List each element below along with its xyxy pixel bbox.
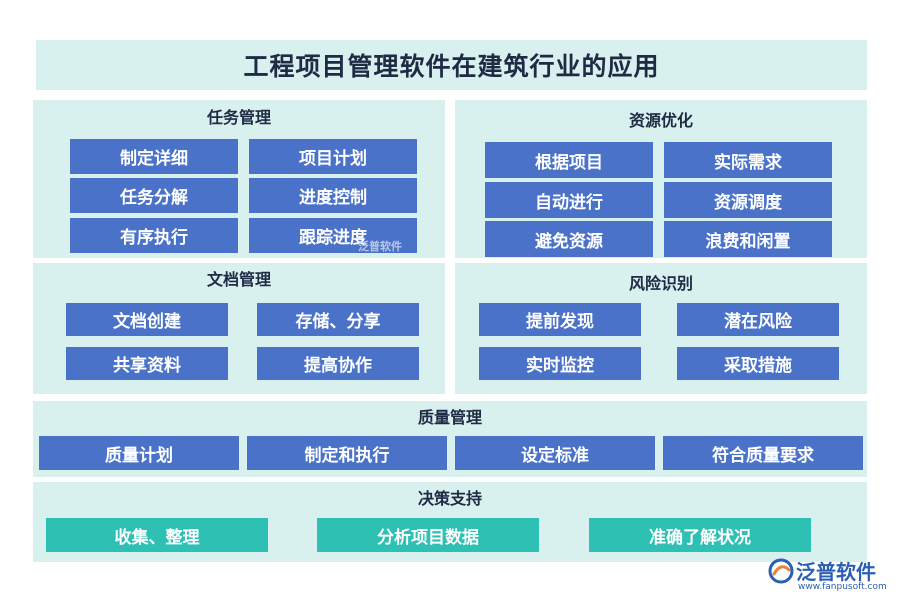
risk-item: 实时监控 xyxy=(479,347,641,380)
decision-item: 收集、整理 xyxy=(46,518,268,552)
brand-mark-icon xyxy=(768,558,794,584)
decision-item: 准确了解状况 xyxy=(589,518,811,552)
decision-item: 分析项目数据 xyxy=(317,518,539,552)
document-item: 提高协作 xyxy=(257,347,419,380)
task-item: 任务分解 xyxy=(70,178,238,213)
task-management-title: 任务管理 xyxy=(206,108,271,127)
task-item: 进度控制 xyxy=(249,178,417,213)
brand-url: www.fanpusoft.com xyxy=(798,582,887,592)
quality-item: 质量计划 xyxy=(39,436,239,470)
task-item: 制定详细 xyxy=(70,139,238,174)
task-item: 跟踪进度 xyxy=(249,218,417,253)
document-item: 存储、分享 xyxy=(257,303,419,336)
resource-item: 根据项目 xyxy=(485,142,653,178)
task-item: 项目计划 xyxy=(249,139,417,174)
brand-logo: 泛普软件 www.fanpusoft.com xyxy=(768,556,898,598)
risk-item: 提前发现 xyxy=(479,303,641,336)
quality-item: 设定标准 xyxy=(455,436,655,470)
risk-item: 潜在风险 xyxy=(677,303,839,336)
resource-item: 浪费和闲置 xyxy=(664,221,832,257)
quality-item: 符合质量要求 xyxy=(663,436,863,470)
diagram-title: 工程项目管理软件在建筑行业的应用 xyxy=(36,40,867,90)
document-item: 文档创建 xyxy=(66,303,228,336)
resource-optimization-title: 资源优化 xyxy=(628,111,693,130)
resource-item: 避免资源 xyxy=(485,221,653,257)
brand-name: 泛普软件 xyxy=(796,560,876,584)
quality-item: 制定和执行 xyxy=(247,436,447,470)
resource-item: 实际需求 xyxy=(664,142,832,178)
resource-item: 资源调度 xyxy=(664,182,832,218)
risk-item: 采取措施 xyxy=(677,347,839,380)
document-management-title: 文档管理 xyxy=(206,270,271,289)
decision-support-title: 决策支持 xyxy=(417,489,482,508)
resource-item: 自动进行 xyxy=(485,182,653,218)
task-item: 有序执行 xyxy=(70,218,238,253)
risk-identification-title: 风险识别 xyxy=(628,274,693,293)
watermark-text: 泛普软件 xyxy=(358,240,402,253)
quality-management-title: 质量管理 xyxy=(417,408,482,427)
document-item: 共享资料 xyxy=(66,347,228,380)
